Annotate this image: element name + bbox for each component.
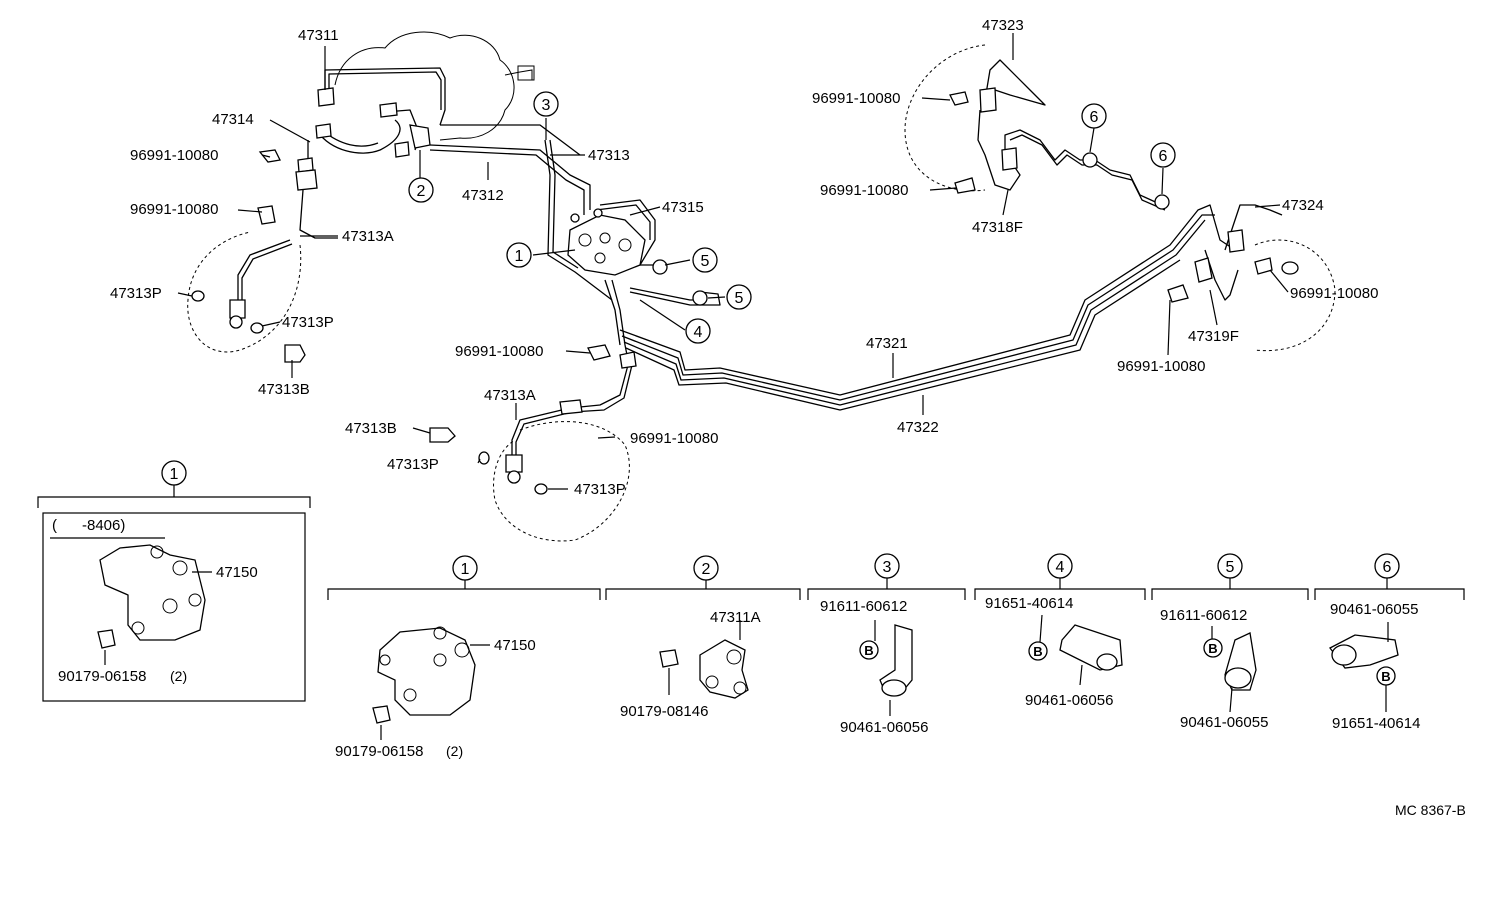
front-right-hose bbox=[511, 351, 637, 462]
detail-3-clamp: 90461-06056 bbox=[840, 719, 928, 736]
detail-old-valve: 47150 bbox=[216, 564, 258, 581]
detail-4-bolt: 91651-40614 bbox=[985, 595, 1073, 612]
detail-5: 5 91611-60612 B 90461-06055 bbox=[1151, 553, 1309, 731]
label-47311: 47311 bbox=[298, 27, 339, 44]
callout-3: 3 bbox=[533, 91, 559, 117]
leader-lines bbox=[177, 33, 1289, 490]
label-clip-c: 96991-10080 bbox=[455, 343, 543, 360]
label-47313A-left: 47313A bbox=[342, 228, 394, 245]
label-47321: 47321 bbox=[866, 335, 908, 352]
detail-3: 3 91611-60612 B 90461-06056 bbox=[807, 553, 966, 736]
detail-old-1: 1 ( -8406) 47150 90179-06158 (2) bbox=[37, 460, 311, 702]
label-47313A-mid: 47313A bbox=[484, 387, 536, 404]
callout-1: 1 bbox=[506, 242, 532, 268]
callout-5b: 5 bbox=[726, 284, 752, 310]
svg-text:1: 1 bbox=[515, 248, 524, 265]
label-47323: 47323 bbox=[982, 17, 1024, 34]
svg-text:5: 5 bbox=[735, 290, 744, 307]
detail-6-clamp: 90461-06055 bbox=[1330, 601, 1418, 618]
svg-text:2: 2 bbox=[702, 561, 711, 578]
label-47315: 47315 bbox=[662, 199, 704, 216]
svg-text:1: 1 bbox=[461, 561, 470, 578]
svg-text:5: 5 bbox=[1226, 559, 1235, 576]
label-47319F: 47319F bbox=[1188, 328, 1239, 345]
svg-text:3: 3 bbox=[883, 559, 892, 576]
detail-2-plug: 90179-08146 bbox=[620, 703, 708, 720]
front-right-caliper bbox=[429, 427, 548, 495]
label-47313P-mid2: 47313P bbox=[574, 481, 626, 498]
label-47313B-left: 47313B bbox=[258, 381, 310, 398]
label-47312: 47312 bbox=[462, 187, 504, 204]
label-47313: 47313 bbox=[588, 147, 630, 164]
master-fittings bbox=[257, 87, 611, 361]
label-clip-d: 96991-10080 bbox=[630, 430, 718, 447]
svg-text:1: 1 bbox=[170, 466, 179, 483]
svg-text:6: 6 bbox=[1159, 148, 1168, 165]
label-47324: 47324 bbox=[1282, 197, 1324, 214]
label-47313B-mid: 47313B bbox=[345, 420, 397, 437]
detail-old-plug-qty: (2) bbox=[170, 668, 187, 684]
svg-text:2: 2 bbox=[417, 183, 426, 200]
proportioning-valve-assembly bbox=[544, 139, 721, 361]
callout-2: 2 bbox=[408, 177, 434, 203]
detail-2-tee: 47311A bbox=[710, 609, 761, 626]
detail-5-bolt-mark: B bbox=[1208, 641, 1217, 656]
svg-text:6: 6 bbox=[1090, 109, 1099, 126]
diagram-code: MC 8367-B bbox=[1395, 802, 1466, 818]
master-cylinder-outline bbox=[334, 31, 535, 141]
rear-left-wheel-outline bbox=[904, 44, 1046, 194]
front-right-wheel-outline bbox=[493, 421, 630, 542]
svg-text:5: 5 bbox=[701, 253, 710, 270]
detail-1-valve: 47150 bbox=[494, 637, 536, 654]
label-47313P-mid1: 47313P bbox=[387, 456, 439, 473]
detail-3-bolt-mark: B bbox=[864, 643, 873, 658]
label-clip-a: 96991-10080 bbox=[130, 147, 218, 164]
label-47313P-left2: 47313P bbox=[282, 314, 334, 331]
rear-brake-lines bbox=[619, 129, 1236, 411]
detail-5-clamp: 90461-06055 bbox=[1180, 714, 1268, 731]
detail-5-bolt: 91611-60612 bbox=[1160, 607, 1247, 624]
callout-6b: 6 bbox=[1150, 142, 1176, 168]
label-47313P-left1: 47313P bbox=[110, 285, 162, 302]
detail-1: 1 47150 90179-06158 (2) bbox=[327, 555, 601, 760]
svg-text:6: 6 bbox=[1383, 559, 1392, 576]
label-47318F: 47318F bbox=[972, 219, 1023, 236]
label-47322: 47322 bbox=[897, 419, 939, 436]
callout-6a: 6 bbox=[1081, 103, 1107, 129]
detail-1-plug: 90179-06158 bbox=[335, 743, 423, 760]
label-clip-f: 96991-10080 bbox=[820, 182, 908, 199]
detail-2: 2 47311A 90179-08146 bbox=[605, 555, 801, 720]
detail-old-range: ( -8406) bbox=[52, 517, 125, 534]
detail-6-bolt: 91651-40614 bbox=[1332, 715, 1420, 732]
detail-4: 4 91651-40614 B 90461-06056 bbox=[974, 553, 1146, 709]
label-47314: 47314 bbox=[212, 111, 254, 128]
detail-old-plug: 90179-06158 bbox=[58, 668, 146, 685]
detail-4-bolt-mark: B bbox=[1033, 644, 1042, 659]
detail-1-plug-qty: (2) bbox=[446, 743, 463, 759]
detail-6: 6 90461-06055 B 91651-40614 bbox=[1314, 553, 1465, 732]
svg-text:3: 3 bbox=[542, 97, 551, 114]
callout-5a: 5 bbox=[692, 247, 718, 273]
svg-text:4: 4 bbox=[1056, 559, 1065, 576]
label-clip-g: 96991-10080 bbox=[1290, 285, 1378, 302]
label-clip-e: 96991-10080 bbox=[812, 90, 900, 107]
detail-6-bolt-mark: B bbox=[1381, 669, 1390, 684]
svg-text:4: 4 bbox=[694, 324, 703, 341]
front-left-wheel-outline bbox=[187, 231, 302, 353]
detail-3-bolt: 91611-60612 bbox=[820, 598, 907, 615]
callout-4: 4 bbox=[685, 318, 711, 344]
label-clip-h: 96991-10080 bbox=[1117, 358, 1205, 375]
detail-4-clamp: 90461-06056 bbox=[1025, 692, 1113, 709]
label-clip-b: 96991-10080 bbox=[130, 201, 218, 218]
rear-right-wheel-outline bbox=[1167, 204, 1336, 352]
